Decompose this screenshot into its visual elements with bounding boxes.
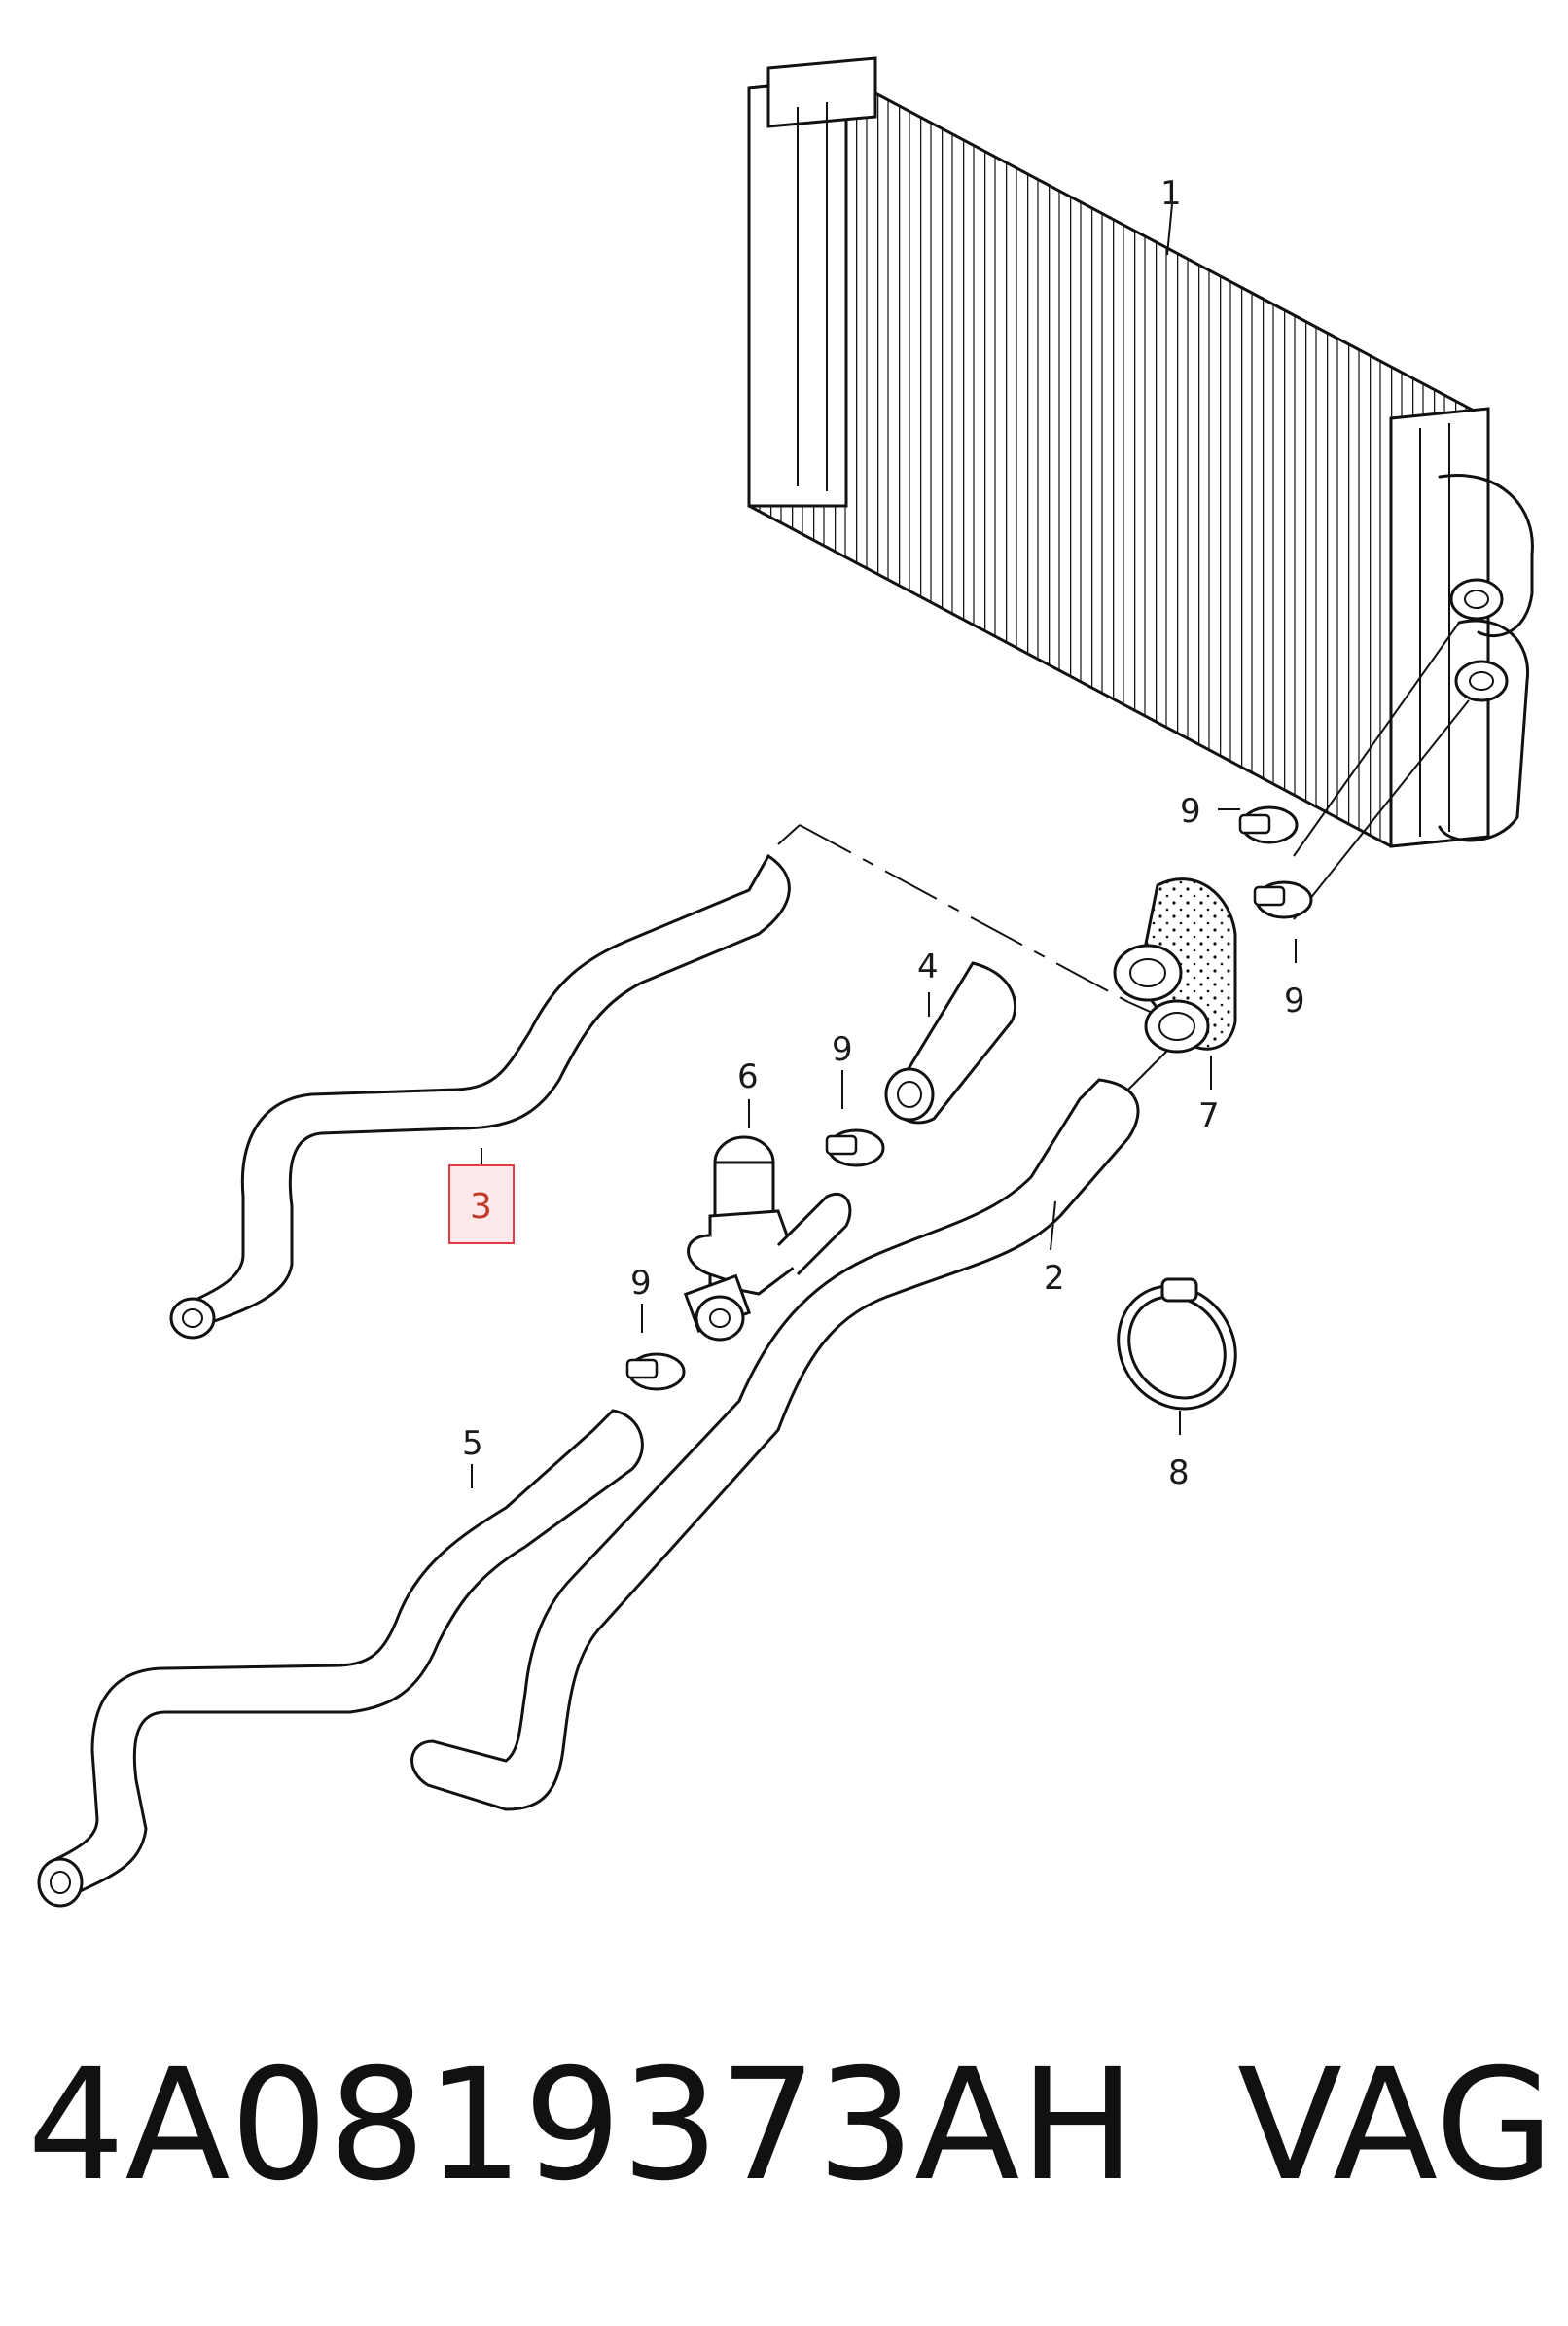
clamp-9b — [1253, 880, 1313, 919]
clamp-9a — [1238, 805, 1299, 844]
clamp-9d — [625, 1352, 686, 1391]
callout-4: 4 — [917, 948, 939, 986]
heater-core — [747, 56, 1534, 848]
callout-9-a: 9 — [1180, 792, 1201, 831]
callout-9-d: 9 — [630, 1264, 652, 1303]
callout-3: 3 — [470, 1187, 492, 1227]
caption: 4A0819373AH VAG — [0, 2028, 1568, 2262]
hose-2 — [410, 1078, 1140, 1811]
callout-7: 7 — [1198, 1096, 1220, 1135]
callout-9-b: 9 — [1284, 982, 1305, 1020]
callout-9-c: 9 — [832, 1030, 853, 1069]
hose-3 — [172, 853, 791, 1330]
short-hose-4 — [884, 961, 1017, 1125]
large-clamp-8 — [1117, 1277, 1237, 1411]
callout-8: 8 — [1168, 1453, 1190, 1492]
connector-flange-7 — [1113, 877, 1237, 1054]
callout-5: 5 — [462, 1424, 483, 1463]
callout-6: 6 — [737, 1057, 759, 1096]
highlight-box — [448, 1164, 515, 1244]
brand-label: VAG — [1237, 2036, 1554, 2215]
part-number: 4A0819373AH — [27, 2036, 1136, 2215]
valve-6 — [683, 1135, 852, 1342]
callout-1: 1 — [1160, 174, 1182, 213]
hose-5 — [46, 1409, 644, 1899]
parts-diagram: 1 2 3 4 5 6 7 8 9 9 9 9 — [37, 56, 1534, 1908]
callout-2: 2 — [1044, 1259, 1065, 1298]
clamp-9c — [825, 1128, 885, 1167]
